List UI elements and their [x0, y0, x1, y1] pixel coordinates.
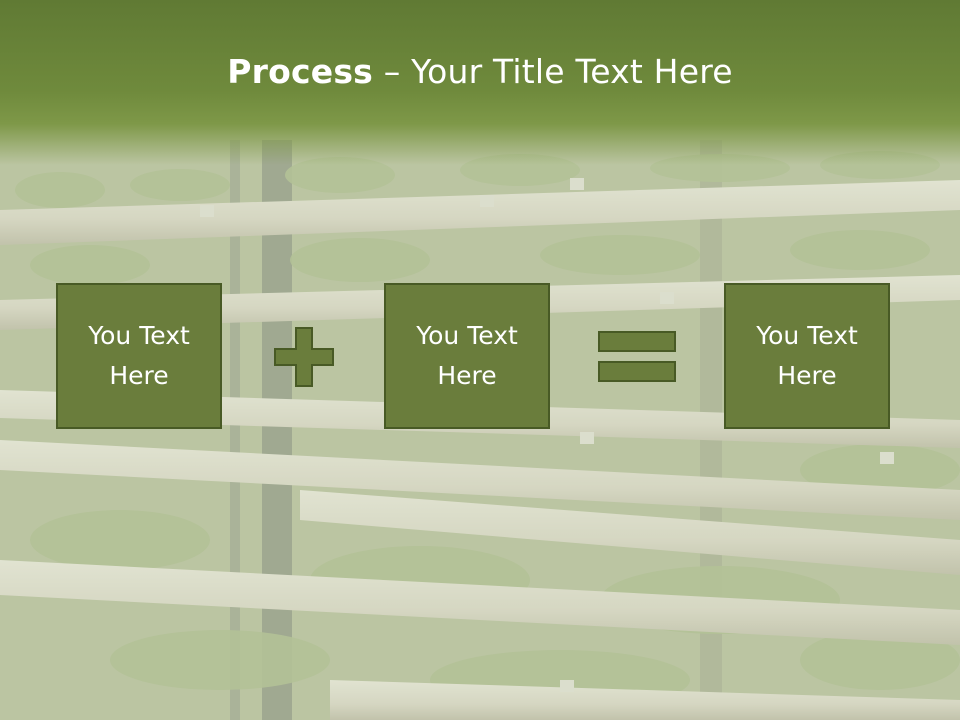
process-box-label: You Text Here: [88, 321, 190, 390]
process-box-label: You Text Here: [416, 321, 518, 390]
title-text: – Your Title Text Here: [373, 52, 733, 91]
equals-icon: [598, 331, 676, 382]
process-box-1[interactable]: You Text Here: [56, 283, 222, 429]
page-title: Process – Your Title Text Here: [0, 52, 960, 91]
process-box-2[interactable]: You Text Here: [384, 283, 550, 429]
process-box-label: You Text Here: [756, 321, 858, 390]
plus-icon: [274, 327, 334, 387]
title-band: Process – Your Title Text Here: [0, 0, 960, 165]
title-bold: Process: [227, 52, 374, 91]
process-box-3[interactable]: You Text Here: [724, 283, 890, 429]
